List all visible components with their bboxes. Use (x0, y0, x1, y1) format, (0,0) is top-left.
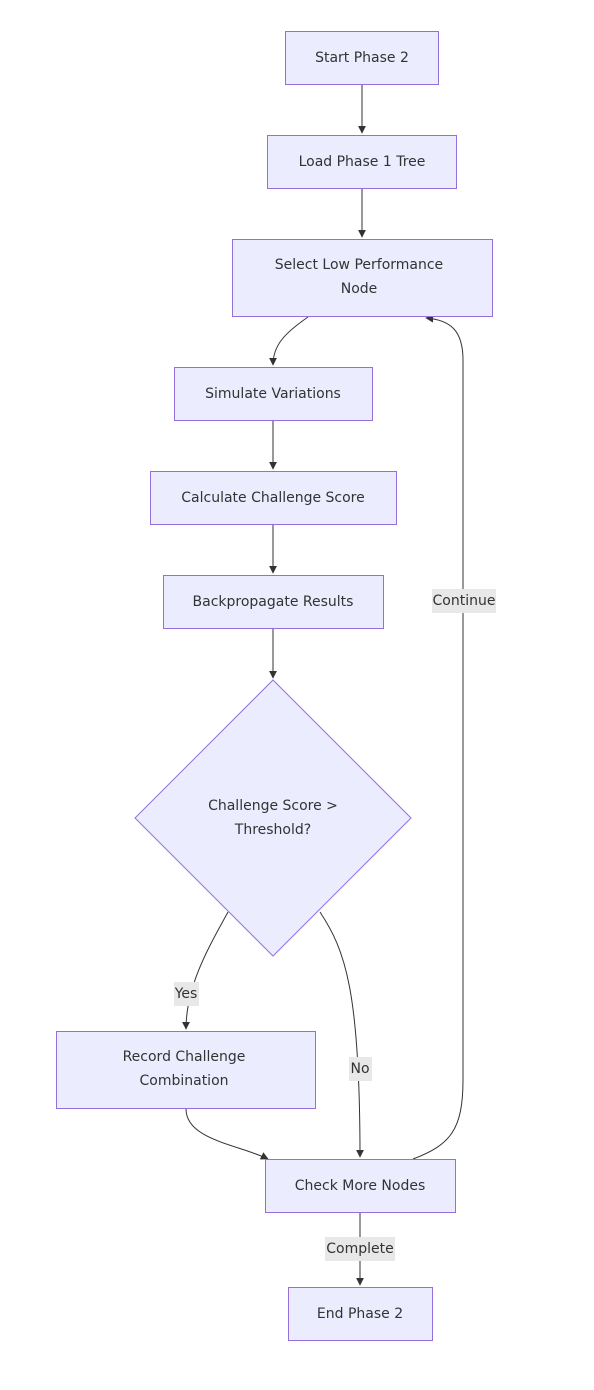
node-record-label-line2: Combination (139, 1073, 228, 1089)
node-calculate-label: Calculate Challenge Score (181, 490, 365, 506)
node-select-label-line1: Select Low Performance (275, 257, 443, 273)
node-end-label: End Phase 2 (317, 1306, 403, 1322)
edge-label-complete: Complete (325, 1237, 395, 1261)
node-check-more-nodes: Check More Nodes (265, 1159, 456, 1213)
node-select-low-performance-node: Select Low Performance Node (232, 239, 493, 317)
node-record-label-line1: Record Challenge (123, 1049, 246, 1065)
edge-label-yes: Yes (174, 982, 199, 1006)
node-end-phase-2: End Phase 2 (288, 1287, 433, 1341)
node-start-label: Start Phase 2 (315, 50, 409, 66)
edge-label-continue-text: Continue (433, 593, 496, 609)
node-decision-challenge-threshold: Challenge Score > Threshold? (134, 679, 412, 957)
node-load-label: Load Phase 1 Tree (299, 154, 426, 170)
edges (182, 85, 464, 1286)
edge-label-continue: Continue (432, 589, 496, 613)
node-decision-label-line2: Threshold? (234, 822, 311, 838)
edge-label-no: No (349, 1057, 372, 1081)
node-backprop-label: Backpropagate Results (193, 594, 354, 610)
node-select-label-line2: Node (341, 281, 378, 297)
node-backpropagate-results: Backpropagate Results (163, 575, 384, 629)
node-decision-label-line1: Challenge Score > (208, 798, 338, 814)
node-check-label: Check More Nodes (295, 1178, 426, 1194)
node-simulate-label: Simulate Variations (205, 386, 341, 402)
node-calculate-challenge-score: Calculate Challenge Score (150, 471, 397, 525)
edge-labels: Yes No Continue Complete (174, 589, 496, 1261)
edge-check-continue-to-select (412, 314, 464, 1160)
nodes: Start Phase 2 Load Phase 1 Tree Select L… (56, 31, 493, 1341)
node-load-phase-1-tree: Load Phase 1 Tree (267, 135, 457, 189)
edge-label-no-text: No (350, 1061, 369, 1077)
edge-label-complete-text: Complete (326, 1241, 393, 1257)
node-start-phase-2: Start Phase 2 (285, 31, 439, 85)
edge-label-yes-text: Yes (174, 986, 198, 1002)
node-record-challenge-combination: Record Challenge Combination (56, 1031, 316, 1109)
edge-decision-no-to-check (319, 911, 364, 1158)
edge-record-to-check (185, 1108, 269, 1160)
edge-select-to-simulate (269, 316, 309, 366)
node-simulate-variations: Simulate Variations (174, 367, 373, 421)
edge-decision-yes-to-record (182, 911, 229, 1030)
